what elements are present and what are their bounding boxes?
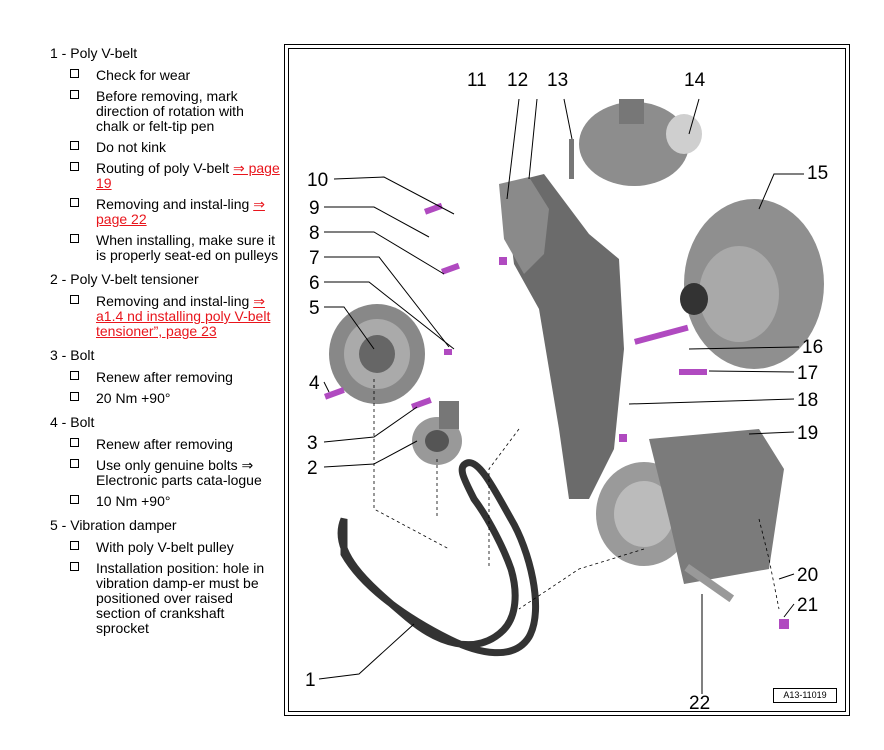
checkbox-icon (70, 562, 79, 571)
mounting-bracket-upper (499, 177, 549, 274)
item-text: Use only genuine bolts ⇒ Electronic part… (96, 457, 262, 488)
callout-10: 10 (307, 170, 328, 191)
item-text: Removing and instal-ling (96, 293, 254, 309)
high-pressure-pump (579, 99, 702, 186)
exploded-view-figure: 10 9 8 7 6 5 4 3 2 1 11 12 13 14 15 16 1… (284, 44, 850, 716)
checkbox-icon (70, 90, 79, 99)
item-text: Routing of poly V-belt (96, 160, 233, 176)
callout-7: 7 (309, 248, 320, 269)
list-item: 10 Nm +90° (50, 494, 280, 509)
list-item: Removing and instal-ling ⇒ a1.4 nd insta… (50, 294, 280, 339)
callout-9: 9 (309, 198, 320, 219)
section-items: Renew after removing 20 Nm +90° (50, 370, 280, 406)
item-text: Renew after removing (96, 369, 233, 385)
page-reference-link[interactable]: ⇒ a1.4 nd installing poly V-belt tension… (96, 293, 271, 339)
list-item: Check for wear (50, 68, 280, 83)
item-text: Installation position: hole in vibration… (96, 560, 265, 636)
list-item: Use only genuine bolts ⇒ Electronic part… (50, 458, 280, 488)
section-items: Removing and instal-ling ⇒ a1.4 nd insta… (50, 294, 280, 339)
checkbox-icon (70, 438, 79, 447)
callout-18: 18 (797, 390, 818, 411)
item-text: Removing and instal-ling (96, 196, 254, 212)
callout-4: 4 (309, 373, 320, 394)
section-title: 4 - Bolt (50, 414, 95, 430)
list-item: Renew after removing (50, 370, 280, 385)
checkbox-icon (70, 495, 79, 504)
poly-v-belt (337, 459, 539, 657)
list-item: Installation position: hole in vibration… (50, 561, 280, 636)
checkbox-icon (70, 295, 79, 304)
figure-frame: 10 9 8 7 6 5 4 3 2 1 11 12 13 14 15 16 1… (288, 48, 846, 713)
callout-19: 19 (797, 423, 818, 444)
callout-2: 2 (307, 458, 318, 479)
callout-14: 14 (684, 70, 706, 91)
item-text: 20 Nm +90° (96, 390, 171, 406)
dash-lines (373, 379, 780, 610)
checkbox-icon (70, 392, 79, 401)
item-text: With poly V-belt pulley (96, 539, 234, 555)
page-reference-link[interactable]: ⇒ page 22 (96, 196, 265, 227)
checkbox-icon (70, 198, 79, 207)
section-title: 3 - Bolt (50, 347, 95, 363)
checkbox-icon (70, 234, 79, 243)
checkbox-icon (70, 371, 79, 380)
vibration-damper (329, 304, 425, 404)
checkbox-icon (70, 141, 79, 150)
checkbox-icon (70, 459, 79, 468)
list-item: Routing of poly V-belt ⇒ page 19 (50, 161, 280, 191)
callout-15: 15 (807, 163, 828, 184)
item-text: Do not kink (96, 139, 167, 155)
list-item: When installing, make sure it is properl… (50, 233, 280, 263)
checkbox-icon (70, 541, 79, 550)
list-item: 20 Nm +90° (50, 391, 280, 406)
list-item: Before removing, mark direction of rotat… (50, 89, 280, 134)
exploded-diagram: 10 9 8 7 6 5 4 3 2 1 11 12 13 14 15 16 1… (305, 70, 828, 713)
callout-1: 1 (305, 670, 316, 691)
bolts (323, 202, 789, 629)
figure-reference: A13-11019 (773, 688, 837, 703)
list-item: Renew after removing (50, 437, 280, 452)
page-reference-link[interactable]: ⇒ page 19 (96, 160, 280, 191)
checkbox-icon (70, 162, 79, 171)
belt-tensioner (412, 401, 462, 465)
item-text: Before removing, mark direction of rotat… (96, 88, 244, 134)
item-text: When installing, make sure it is properl… (96, 232, 279, 263)
callout-16: 16 (802, 337, 823, 358)
item-text: Renew after removing (96, 436, 233, 452)
section-title: 1 - Poly V-belt (50, 45, 138, 61)
callout-22: 22 (689, 693, 710, 713)
callout-3: 3 (307, 433, 318, 454)
callout-12: 12 (507, 70, 528, 91)
callout-17: 17 (797, 363, 818, 384)
callout-5: 5 (309, 298, 320, 319)
item-text: 10 Nm +90° (96, 493, 171, 509)
callout-6: 6 (309, 273, 320, 294)
callout-20: 20 (797, 565, 818, 586)
callout-13: 13 (547, 70, 568, 91)
callout-labels: 10 9 8 7 6 5 4 3 2 1 11 12 13 14 15 16 1… (305, 70, 828, 713)
ac-compressor (596, 429, 784, 584)
bolt-22 (684, 564, 735, 603)
stud-13 (569, 139, 574, 179)
callout-21: 21 (797, 595, 818, 616)
callout-11: 11 (467, 70, 487, 91)
list-item: Removing and instal-ling ⇒ page 22 (50, 197, 280, 227)
alternator (680, 199, 824, 369)
list-item: With poly V-belt pulley (50, 540, 280, 555)
section-title: 2 - Poly V-belt tensioner (50, 271, 199, 287)
section-title: 5 - Vibration damper (50, 517, 177, 533)
checkbox-icon (70, 69, 79, 78)
callout-8: 8 (309, 223, 320, 244)
item-text: Check for wear (96, 67, 191, 83)
list-item: Do not kink (50, 140, 280, 155)
